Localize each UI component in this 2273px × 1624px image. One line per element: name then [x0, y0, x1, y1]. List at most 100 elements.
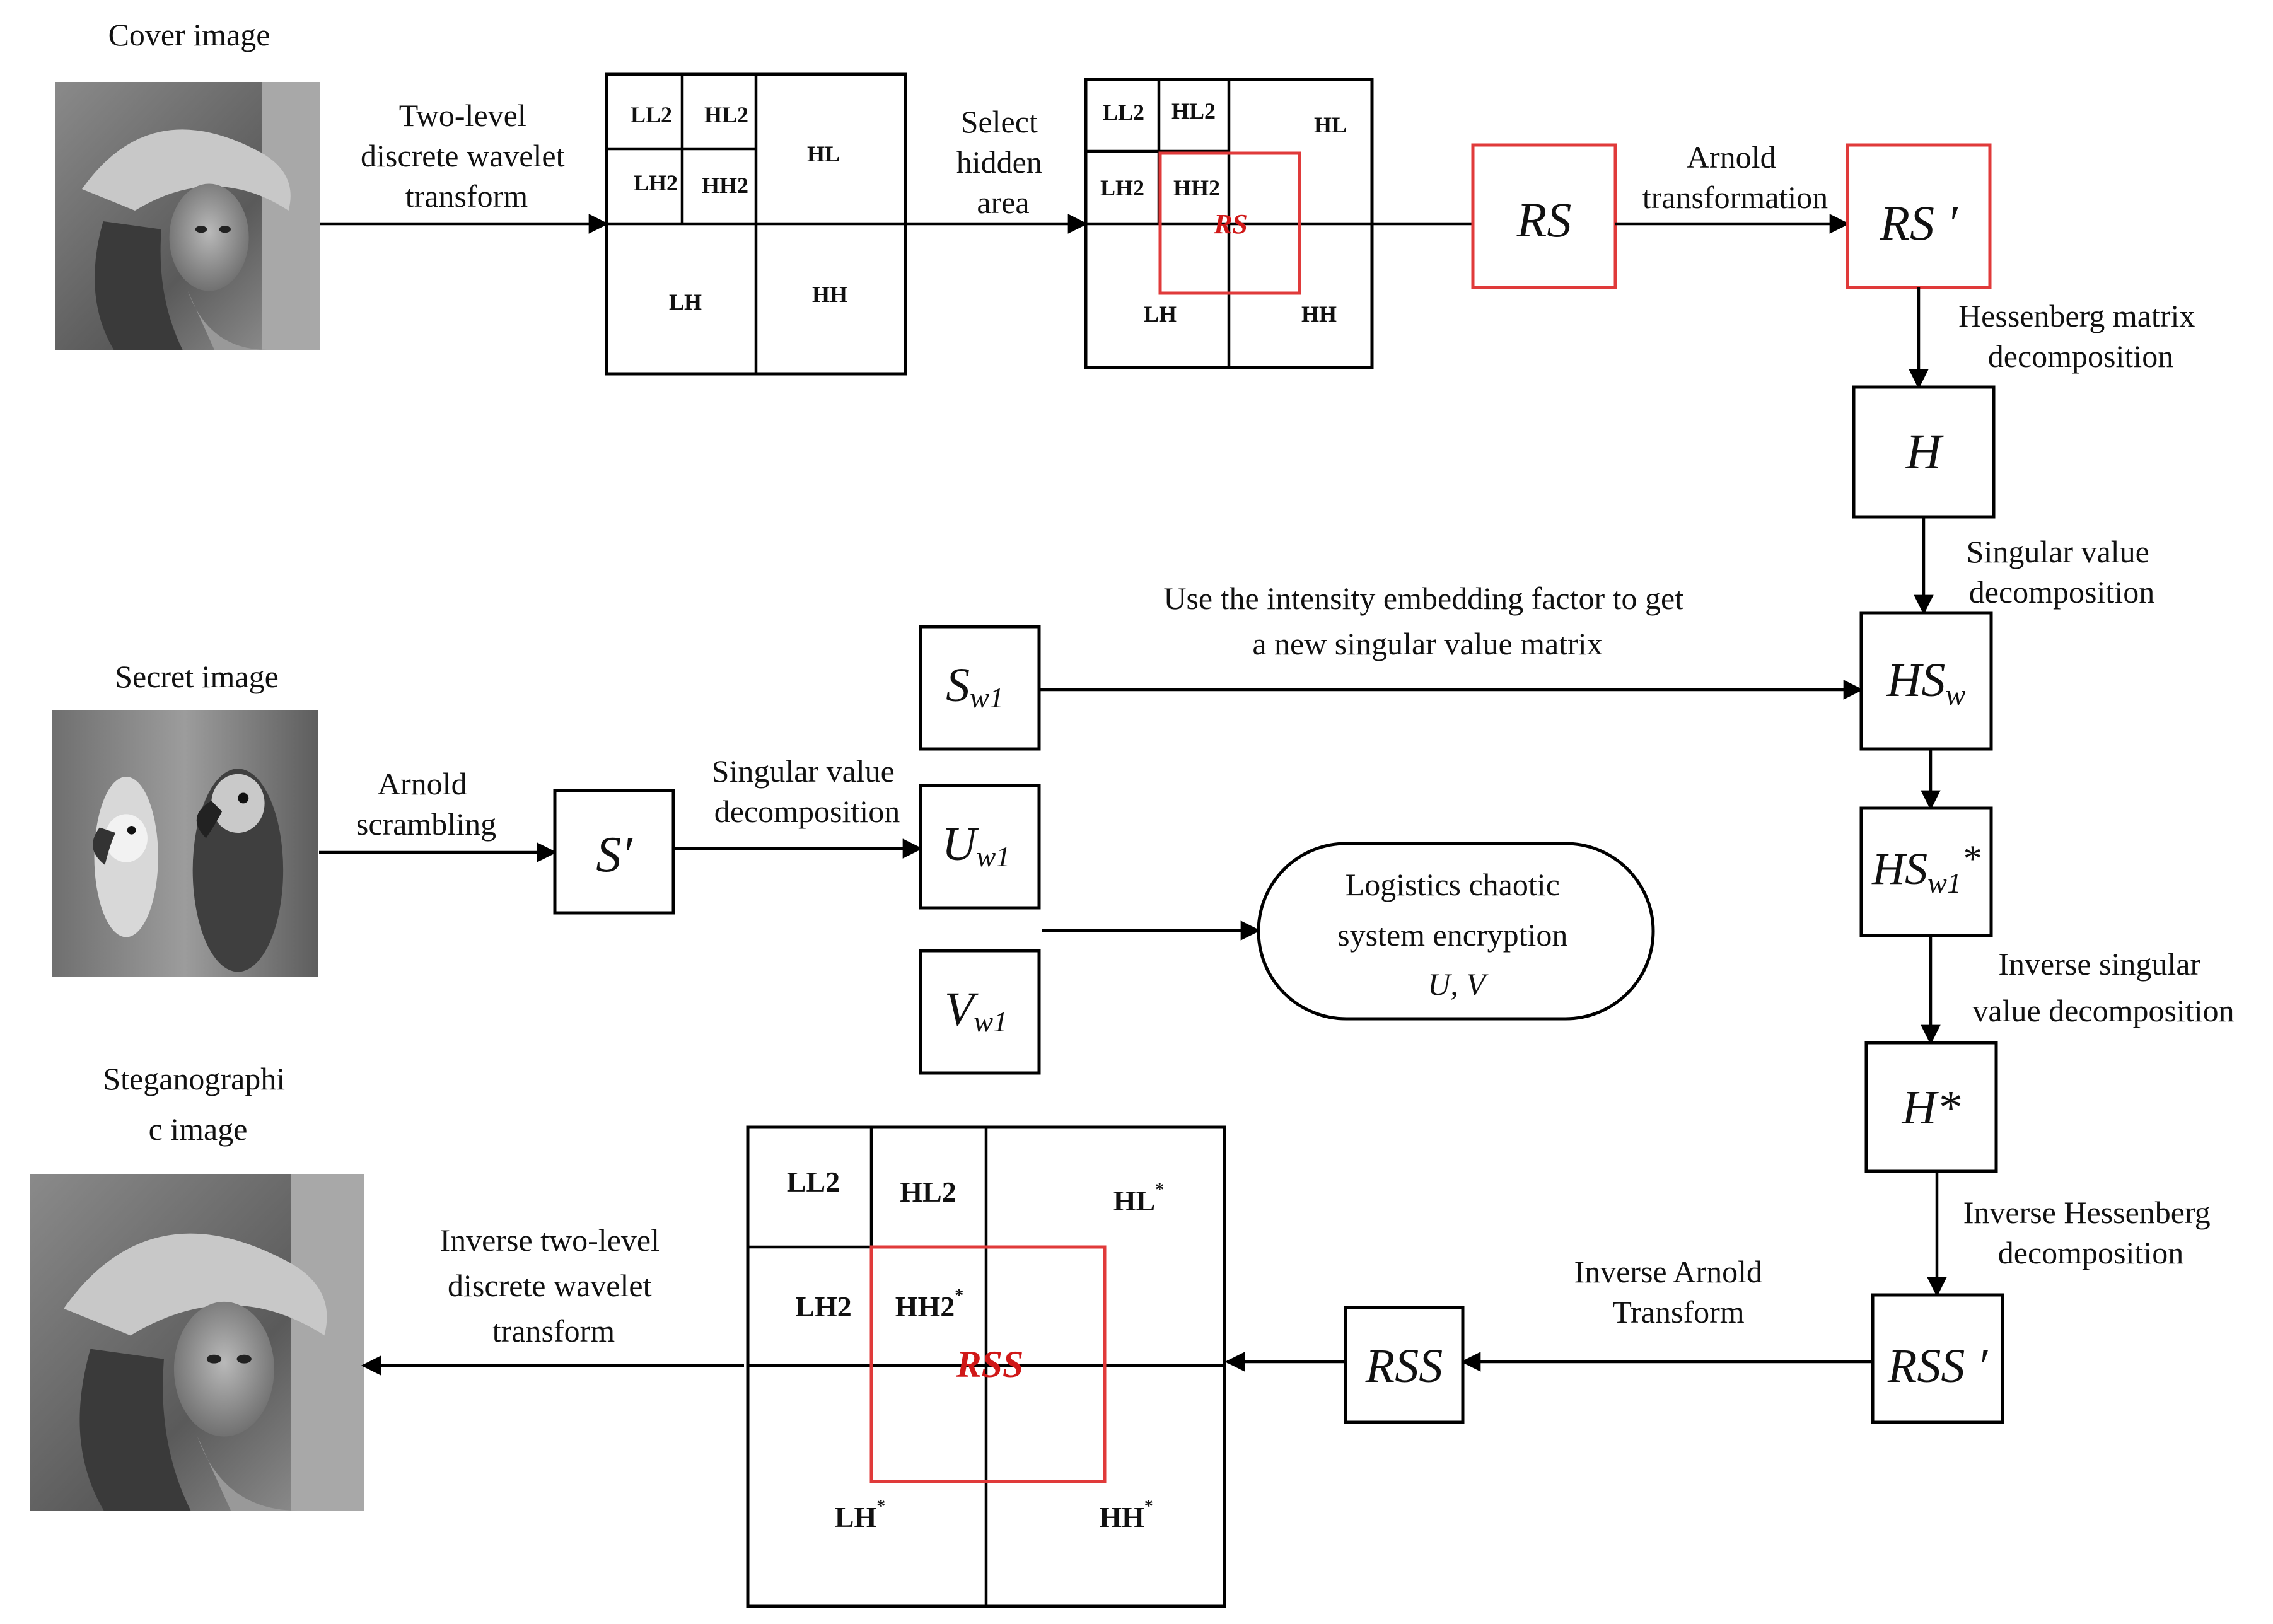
arnold-step-line2: transformation — [1642, 180, 1828, 215]
hessenberg-step-label: Hessenberg matrix decomposition — [1958, 298, 2203, 374]
svd1-step-line1: Singular value — [1967, 534, 2149, 569]
rs-node — [1471, 143, 1617, 289]
cover-image — [55, 82, 320, 350]
hsw1-sub: w1 — [1927, 867, 1962, 899]
hessenberg-step-line2: decomposition — [1988, 339, 2173, 374]
dwt-step-label: Two-level discrete wavelet transform — [361, 98, 573, 214]
arnold-step-label: Arnold transformation — [1642, 139, 1828, 215]
sw1-main: S — [946, 659, 970, 712]
hessenberg-step-line1: Hessenberg matrix — [1958, 298, 2195, 334]
subband-hh-star: HH* — [1099, 1497, 1153, 1533]
uw1-node-label: Uw1 — [942, 818, 1011, 873]
rss-node — [1344, 1306, 1465, 1424]
inv-arnold-step-line2: Transform — [1612, 1294, 1744, 1330]
subband-lh: LH — [1144, 301, 1177, 327]
inv-hess-step-line1: Inverse Hessenberg — [1963, 1195, 2211, 1230]
stego-caption-line1: Steganographi — [103, 1061, 285, 1096]
subband-hl-text: HL — [1113, 1185, 1155, 1217]
inv-arnold-step-label: Inverse Arnold Transform — [1574, 1254, 1770, 1330]
subband-hh2-star-mark: * — [955, 1286, 963, 1306]
subband-hl: HL — [1314, 112, 1347, 137]
hidden-region-rs — [1158, 151, 1301, 295]
hsw1-star-node-label: HSw1* — [1871, 838, 1980, 899]
hsw-main: HS — [1886, 654, 1946, 707]
subband-lh2: LH2 — [1100, 175, 1144, 200]
dwt-subband-grid-1: LL2 HL2 LH2 HH2 HL LH HH — [605, 72, 907, 376]
uw1-sub: w1 — [977, 840, 1011, 873]
hsw1-star-node — [1859, 806, 1993, 937]
subband-hh2-text: HH2 — [895, 1290, 955, 1323]
dwt-step-line1: Two-level — [399, 98, 526, 133]
subband-ll2: LL2 — [787, 1166, 840, 1198]
rss-prime-node-label: RSS ′ — [1887, 1340, 1988, 1393]
inv-svd-step-label: Inverse singular value decomposition — [1972, 946, 2234, 1028]
dwt-step-line3: transform — [405, 178, 528, 214]
rss-prime-node — [1871, 1293, 2004, 1424]
logistics-line2: system encryption — [1337, 917, 1567, 953]
rs-prime-node-label: RS ′ — [1879, 195, 1958, 250]
select-step-line2: hidden — [956, 144, 1042, 180]
uw1-main: U — [942, 818, 979, 871]
rss-node-label: RSS — [1365, 1340, 1443, 1393]
hidden-region-rss — [869, 1245, 1107, 1483]
vw1-node-label: Vw1 — [945, 983, 1008, 1038]
vw1-sub: w1 — [974, 1006, 1008, 1038]
hsw-node — [1859, 611, 1993, 751]
select-step-line3: area — [977, 185, 1029, 220]
inv-arnold-step-line1: Inverse Arnold — [1574, 1254, 1762, 1289]
rs-node-label: RS — [1516, 192, 1572, 247]
logistics-line1: Logistics chaotic — [1346, 867, 1560, 902]
subband-hh2: HH2 — [1173, 175, 1220, 200]
subband-hh-star-mark: * — [1144, 1497, 1153, 1516]
subband-hh2-star: HH2* — [895, 1286, 964, 1323]
vw1-main: V — [945, 983, 979, 1036]
s-prime-node-label: S′ — [596, 827, 633, 883]
inv-svd-step-line1: Inverse singular — [1998, 946, 2200, 982]
subband-lh2: LH2 — [634, 170, 678, 195]
hsw1-main: HS — [1871, 844, 1927, 894]
stego-caption-line2: c image — [149, 1111, 248, 1147]
inv-hess-step-line2: decomposition — [1998, 1235, 2183, 1270]
sw1-sub: w1 — [970, 682, 1004, 714]
subband-hl-star: HL* — [1113, 1180, 1164, 1217]
arnold-scramble-line1: Arnold — [378, 766, 467, 801]
subband-hh2: HH2 — [702, 173, 748, 198]
cover-image-caption: Cover image — [108, 17, 270, 52]
subband-lh-text: LH — [835, 1501, 877, 1533]
stego-image-caption: Steganographi c image — [103, 1061, 293, 1147]
uw1-node — [919, 784, 1041, 910]
subband-hl2: HL2 — [704, 102, 748, 127]
dwt-step-line2: discrete wavelet — [361, 138, 565, 173]
logistics-encryption-node — [1257, 842, 1655, 1021]
dwt-subband-grid-3: LL2 HL2 LH2 HH2* HL* LH* HH* RSS — [746, 1125, 1226, 1608]
h-star-node-label: H* — [1902, 1081, 1961, 1134]
hidden-region-rss-label: RSS — [956, 1343, 1024, 1385]
hsw-node-label: HSw — [1886, 654, 1966, 712]
subband-hh: HH — [812, 282, 847, 307]
inv-hess-step-label: Inverse Hessenberg decomposition — [1963, 1195, 2219, 1270]
h-star-node — [1864, 1041, 1998, 1173]
svd2-step-label: Singular value decomposition — [712, 753, 903, 829]
svd2-step-line2: decomposition — [714, 794, 900, 829]
subband-lh: LH — [669, 289, 702, 315]
subband-lh2: LH2 — [795, 1290, 851, 1323]
sw1-node-label: Sw1 — [946, 659, 1004, 714]
subband-ll2: LL2 — [1103, 100, 1144, 125]
embed-step-line2: a new singular value matrix — [1252, 626, 1602, 661]
vw1-node — [919, 949, 1041, 1075]
inv-dwt-step-line3: transform — [492, 1313, 615, 1348]
subband-hl2: HL2 — [900, 1176, 956, 1208]
subband-hl-star-mark: * — [1155, 1180, 1164, 1200]
subband-lh-star-mark: * — [876, 1497, 885, 1516]
sw1-node — [919, 625, 1041, 751]
stego-image — [30, 1174, 364, 1511]
inv-dwt-step-line2: discrete wavelet — [448, 1268, 652, 1303]
select-step-line1: Select — [961, 104, 1038, 139]
subband-hl: HL — [807, 141, 840, 166]
secret-image-caption: Secret image — [115, 659, 279, 694]
arnold-step-line1: Arnold — [1687, 139, 1776, 175]
subband-hh-text: HH — [1099, 1501, 1144, 1533]
select-step-label: Select hidden area — [956, 104, 1050, 220]
secret-image — [52, 710, 318, 977]
